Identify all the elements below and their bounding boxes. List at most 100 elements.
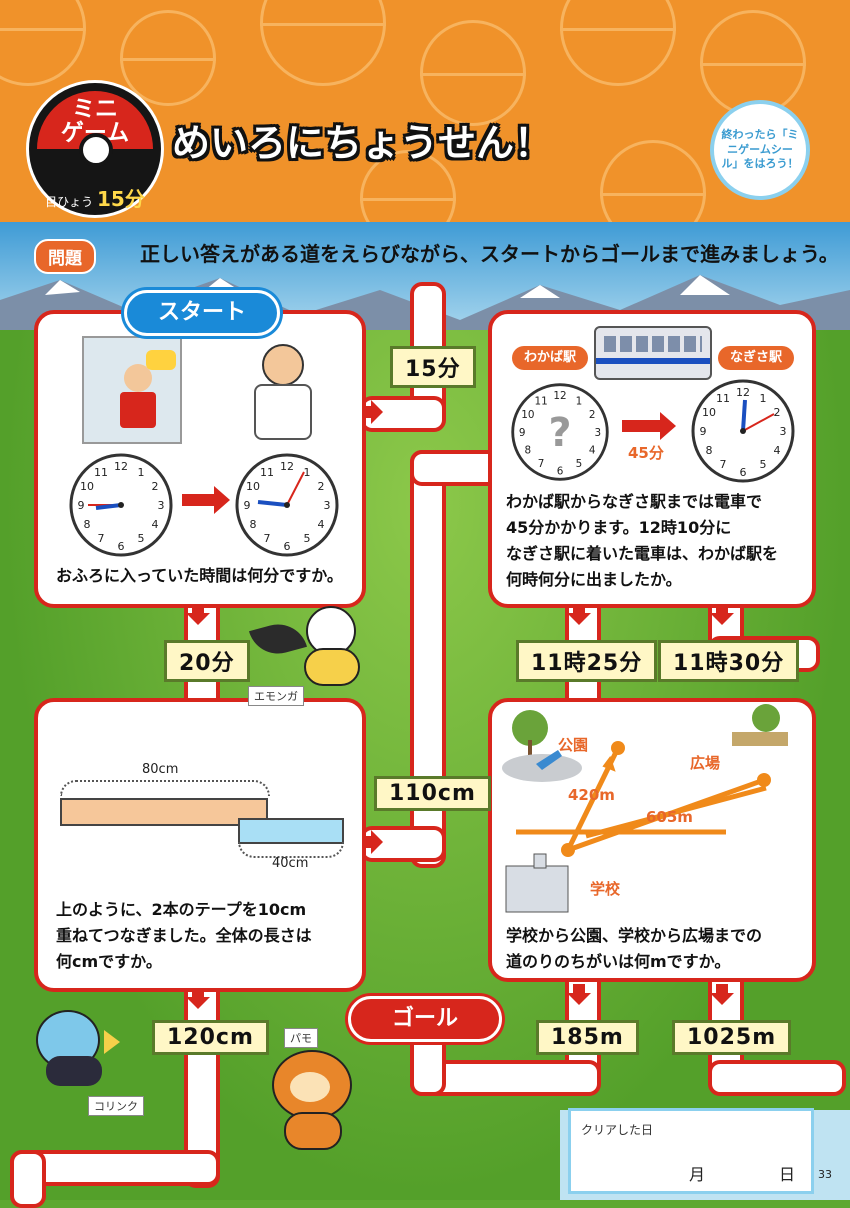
answer-1025m[interactable]: 1025m [672, 1020, 792, 1055]
arrow-down-icon [573, 984, 585, 994]
arrow-right-icon [362, 406, 372, 418]
maze-path [708, 1060, 846, 1096]
problem-label: 問題 [34, 239, 96, 274]
svg-text:2: 2 [589, 409, 596, 421]
svg-text:8: 8 [706, 444, 713, 457]
svg-text:8: 8 [525, 445, 532, 457]
svg-text:7: 7 [720, 458, 727, 471]
arrow-down-icon [573, 604, 585, 614]
q3-text-line1: 上のように、2本のテープを10cm [56, 900, 307, 919]
svg-text:12: 12 [280, 460, 294, 473]
q3-text-line2: 重ねてつなぎました。全体の長さは [56, 926, 312, 945]
svg-text:1: 1 [138, 466, 145, 479]
q2-text-line1: わかば駅からなぎさ駅までは電車で [506, 492, 763, 511]
svg-text:9: 9 [700, 425, 707, 438]
q1-text: おふろに入っていた時間は何分ですか。 [56, 566, 343, 585]
svg-text:7: 7 [538, 458, 545, 470]
svg-text:7: 7 [264, 532, 271, 545]
svg-text:2: 2 [152, 480, 159, 493]
arrow-head-icon [214, 486, 230, 514]
svg-text:1: 1 [304, 466, 311, 479]
svg-text:1: 1 [760, 392, 767, 405]
clear-date-box[interactable]: クリアした日 月 日 [568, 1108, 814, 1194]
svg-text:6: 6 [740, 466, 747, 479]
arrow-down-head [567, 613, 591, 625]
answer-185m[interactable]: 185m [536, 1020, 639, 1055]
answer-20min[interactable]: 20分 [164, 640, 250, 682]
svg-text:5: 5 [138, 532, 145, 545]
arrow-down-icon [716, 604, 728, 614]
svg-text:10: 10 [80, 480, 94, 493]
pokeball-icon [79, 133, 113, 167]
tape-orange [60, 798, 268, 826]
svg-text:3: 3 [780, 425, 787, 438]
svg-text:10: 10 [702, 406, 716, 419]
q2-text-line3: なぎさ駅に着いた電車は、わかば駅を [506, 544, 779, 563]
svg-text:9: 9 [519, 427, 526, 439]
start-label: スタート [124, 290, 280, 336]
shinx-illustration [26, 1000, 136, 1090]
svg-text:8: 8 [84, 518, 91, 531]
svg-text:8: 8 [250, 518, 257, 531]
boy-towel-illustration [240, 340, 320, 440]
goal-time-label: 目ひょう [45, 195, 94, 209]
svg-text:12: 12 [553, 390, 566, 402]
svg-text:3: 3 [595, 427, 602, 439]
emolga-illustration [249, 596, 362, 686]
svg-text:6: 6 [557, 466, 564, 478]
bathroom-illustration [82, 336, 182, 444]
svg-text:11: 11 [716, 392, 730, 405]
answer-110cm[interactable]: 110cm [374, 776, 491, 811]
arrow-down-head [186, 997, 210, 1009]
svg-text:4: 4 [318, 518, 325, 531]
page-title: めいろにちょうせん！ [172, 121, 553, 165]
answer-120cm[interactable]: 120cm [152, 1020, 269, 1055]
svg-text:7: 7 [98, 532, 105, 545]
train-illustration [594, 326, 712, 380]
clear-day-label: 日 [779, 1165, 796, 1184]
svg-text:12: 12 [114, 460, 128, 473]
mini-game-badge: ミニ ゲーム 目ひょう 15分 [26, 80, 164, 218]
svg-text:10: 10 [521, 409, 534, 421]
svg-text:5: 5 [304, 532, 311, 545]
sticker-circle: 終わったら「ミニゲームシール」をはろう！ [710, 100, 810, 200]
answer-11-30[interactable]: 11時30分 [658, 640, 800, 682]
arrow-down-icon [192, 604, 204, 614]
arrow-right-head [371, 400, 383, 424]
bottom-length-label: 40cm [272, 856, 309, 871]
answer-11-25[interactable]: 11時25分 [516, 640, 658, 682]
svg-text:5: 5 [576, 458, 583, 470]
duration-label: 45分 [628, 444, 664, 462]
top-brace [60, 780, 270, 796]
arrow-right-icon [362, 836, 372, 848]
svg-text:9: 9 [244, 499, 251, 512]
svg-text:4: 4 [152, 518, 159, 531]
svg-text:9: 9 [78, 499, 85, 512]
answer-15min[interactable]: 15分 [390, 346, 476, 388]
svg-text:3: 3 [158, 499, 165, 512]
arrow-head-icon [660, 412, 676, 440]
sticker-text: 終わったら「ミニゲームシール」をはろう！ [721, 127, 799, 171]
svg-text:5: 5 [760, 458, 767, 471]
svg-text:11: 11 [260, 466, 274, 479]
station-from-label: わかば駅 [512, 346, 588, 370]
pawmi-label: パモ [284, 1028, 318, 1048]
svg-text:6: 6 [284, 540, 291, 553]
q3-text-line3: 何cmですか。 [56, 952, 162, 971]
problem-text: 正しい答えがある道をえらびながら、スタートからゴールまで進みましょう。 [140, 242, 839, 266]
clear-date-label: クリアした日 [581, 1123, 654, 1137]
arrow-down-icon [716, 984, 728, 994]
goal-label: ゴール [348, 996, 502, 1042]
arrow-down-head [710, 993, 734, 1005]
map-illustration [502, 704, 788, 913]
svg-text:11: 11 [534, 396, 547, 408]
arrow-down-head [567, 993, 591, 1005]
svg-text:12: 12 [736, 386, 750, 399]
q2-text-line2: 45分かかります。12時10分に [506, 518, 732, 537]
station-to-label: なぎさ駅 [718, 346, 794, 370]
goal-time-value: 15分 [97, 187, 145, 211]
q2-text-line4: 何時何分に出ましたか。 [506, 570, 682, 589]
